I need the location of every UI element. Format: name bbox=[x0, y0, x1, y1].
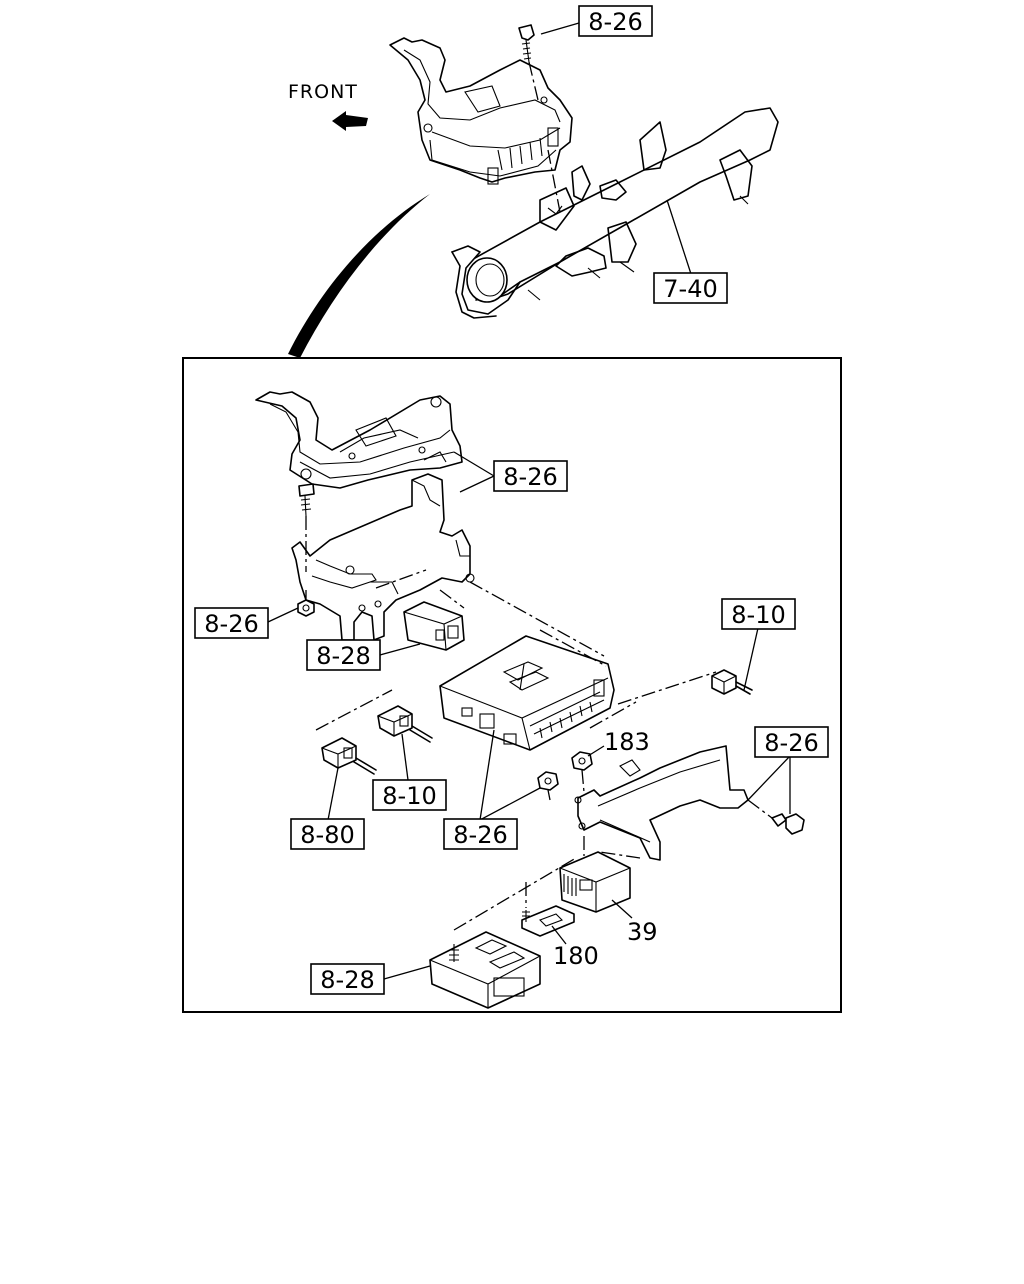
callout-beam: 7-40 bbox=[653, 199, 728, 304]
detail-upper-bracket bbox=[255, 391, 463, 600]
svg-text:8-26: 8-26 bbox=[204, 610, 258, 638]
callout-nut-183: 183 bbox=[587, 728, 650, 757]
callout-connector-right: 8-10 bbox=[721, 598, 796, 691]
detail-clip-180 bbox=[521, 882, 575, 937]
svg-text:8-26: 8-26 bbox=[503, 463, 557, 491]
callout-clip-180: 180 bbox=[551, 925, 599, 970]
overview-cross-beam bbox=[451, 107, 779, 319]
svg-text:8-26: 8-26 bbox=[764, 729, 818, 757]
detail-frame bbox=[182, 357, 842, 1013]
detail-ecu-module bbox=[439, 581, 717, 751]
detail-connector-mid bbox=[315, 689, 433, 743]
svg-text:7-40: 7-40 bbox=[663, 275, 717, 303]
svg-text:8-26: 8-26 bbox=[588, 8, 642, 36]
front-label: FRONT bbox=[288, 81, 358, 103]
detail-module-39 bbox=[559, 851, 641, 913]
svg-text:183: 183 bbox=[604, 728, 650, 756]
svg-text:39: 39 bbox=[627, 918, 658, 946]
callout-connector-mid: 8-10 bbox=[372, 733, 447, 811]
svg-text:8-10: 8-10 bbox=[731, 601, 785, 629]
callout-module-39: 39 bbox=[611, 899, 658, 946]
front-arrow-icon bbox=[332, 111, 368, 131]
zoom-arrow bbox=[288, 194, 430, 358]
svg-text:8-26: 8-26 bbox=[453, 821, 507, 849]
detail-module-bottom bbox=[429, 857, 577, 1009]
detail-connector-left bbox=[321, 737, 377, 775]
detail-connector-right bbox=[711, 669, 753, 695]
svg-text:8-28: 8-28 bbox=[320, 966, 374, 994]
front-indicator: FRONT bbox=[288, 81, 368, 131]
detail-relay-left bbox=[403, 601, 465, 651]
callout-bracket-upper: 8-26 bbox=[453, 451, 568, 493]
callout-top-bolt: 8-26 bbox=[540, 5, 653, 37]
svg-text:8-10: 8-10 bbox=[382, 782, 436, 810]
callout-relay-left: 8-28 bbox=[306, 639, 421, 671]
svg-text:8-80: 8-80 bbox=[300, 821, 354, 849]
detail-lower-bracket bbox=[537, 745, 805, 861]
callout-ecu-nuts: 8-26 bbox=[443, 729, 541, 850]
overview-bracket-assembly bbox=[389, 24, 573, 213]
callout-connector-left: 8-80 bbox=[290, 767, 365, 850]
callout-bolt-right: 8-26 bbox=[747, 726, 829, 814]
svg-text:8-28: 8-28 bbox=[316, 642, 370, 670]
callout-module-bottom: 8-28 bbox=[310, 963, 431, 995]
detail-mounting-plate bbox=[291, 473, 475, 641]
svg-text:180: 180 bbox=[553, 942, 599, 970]
callout-nut-left: 8-26 bbox=[194, 607, 299, 639]
